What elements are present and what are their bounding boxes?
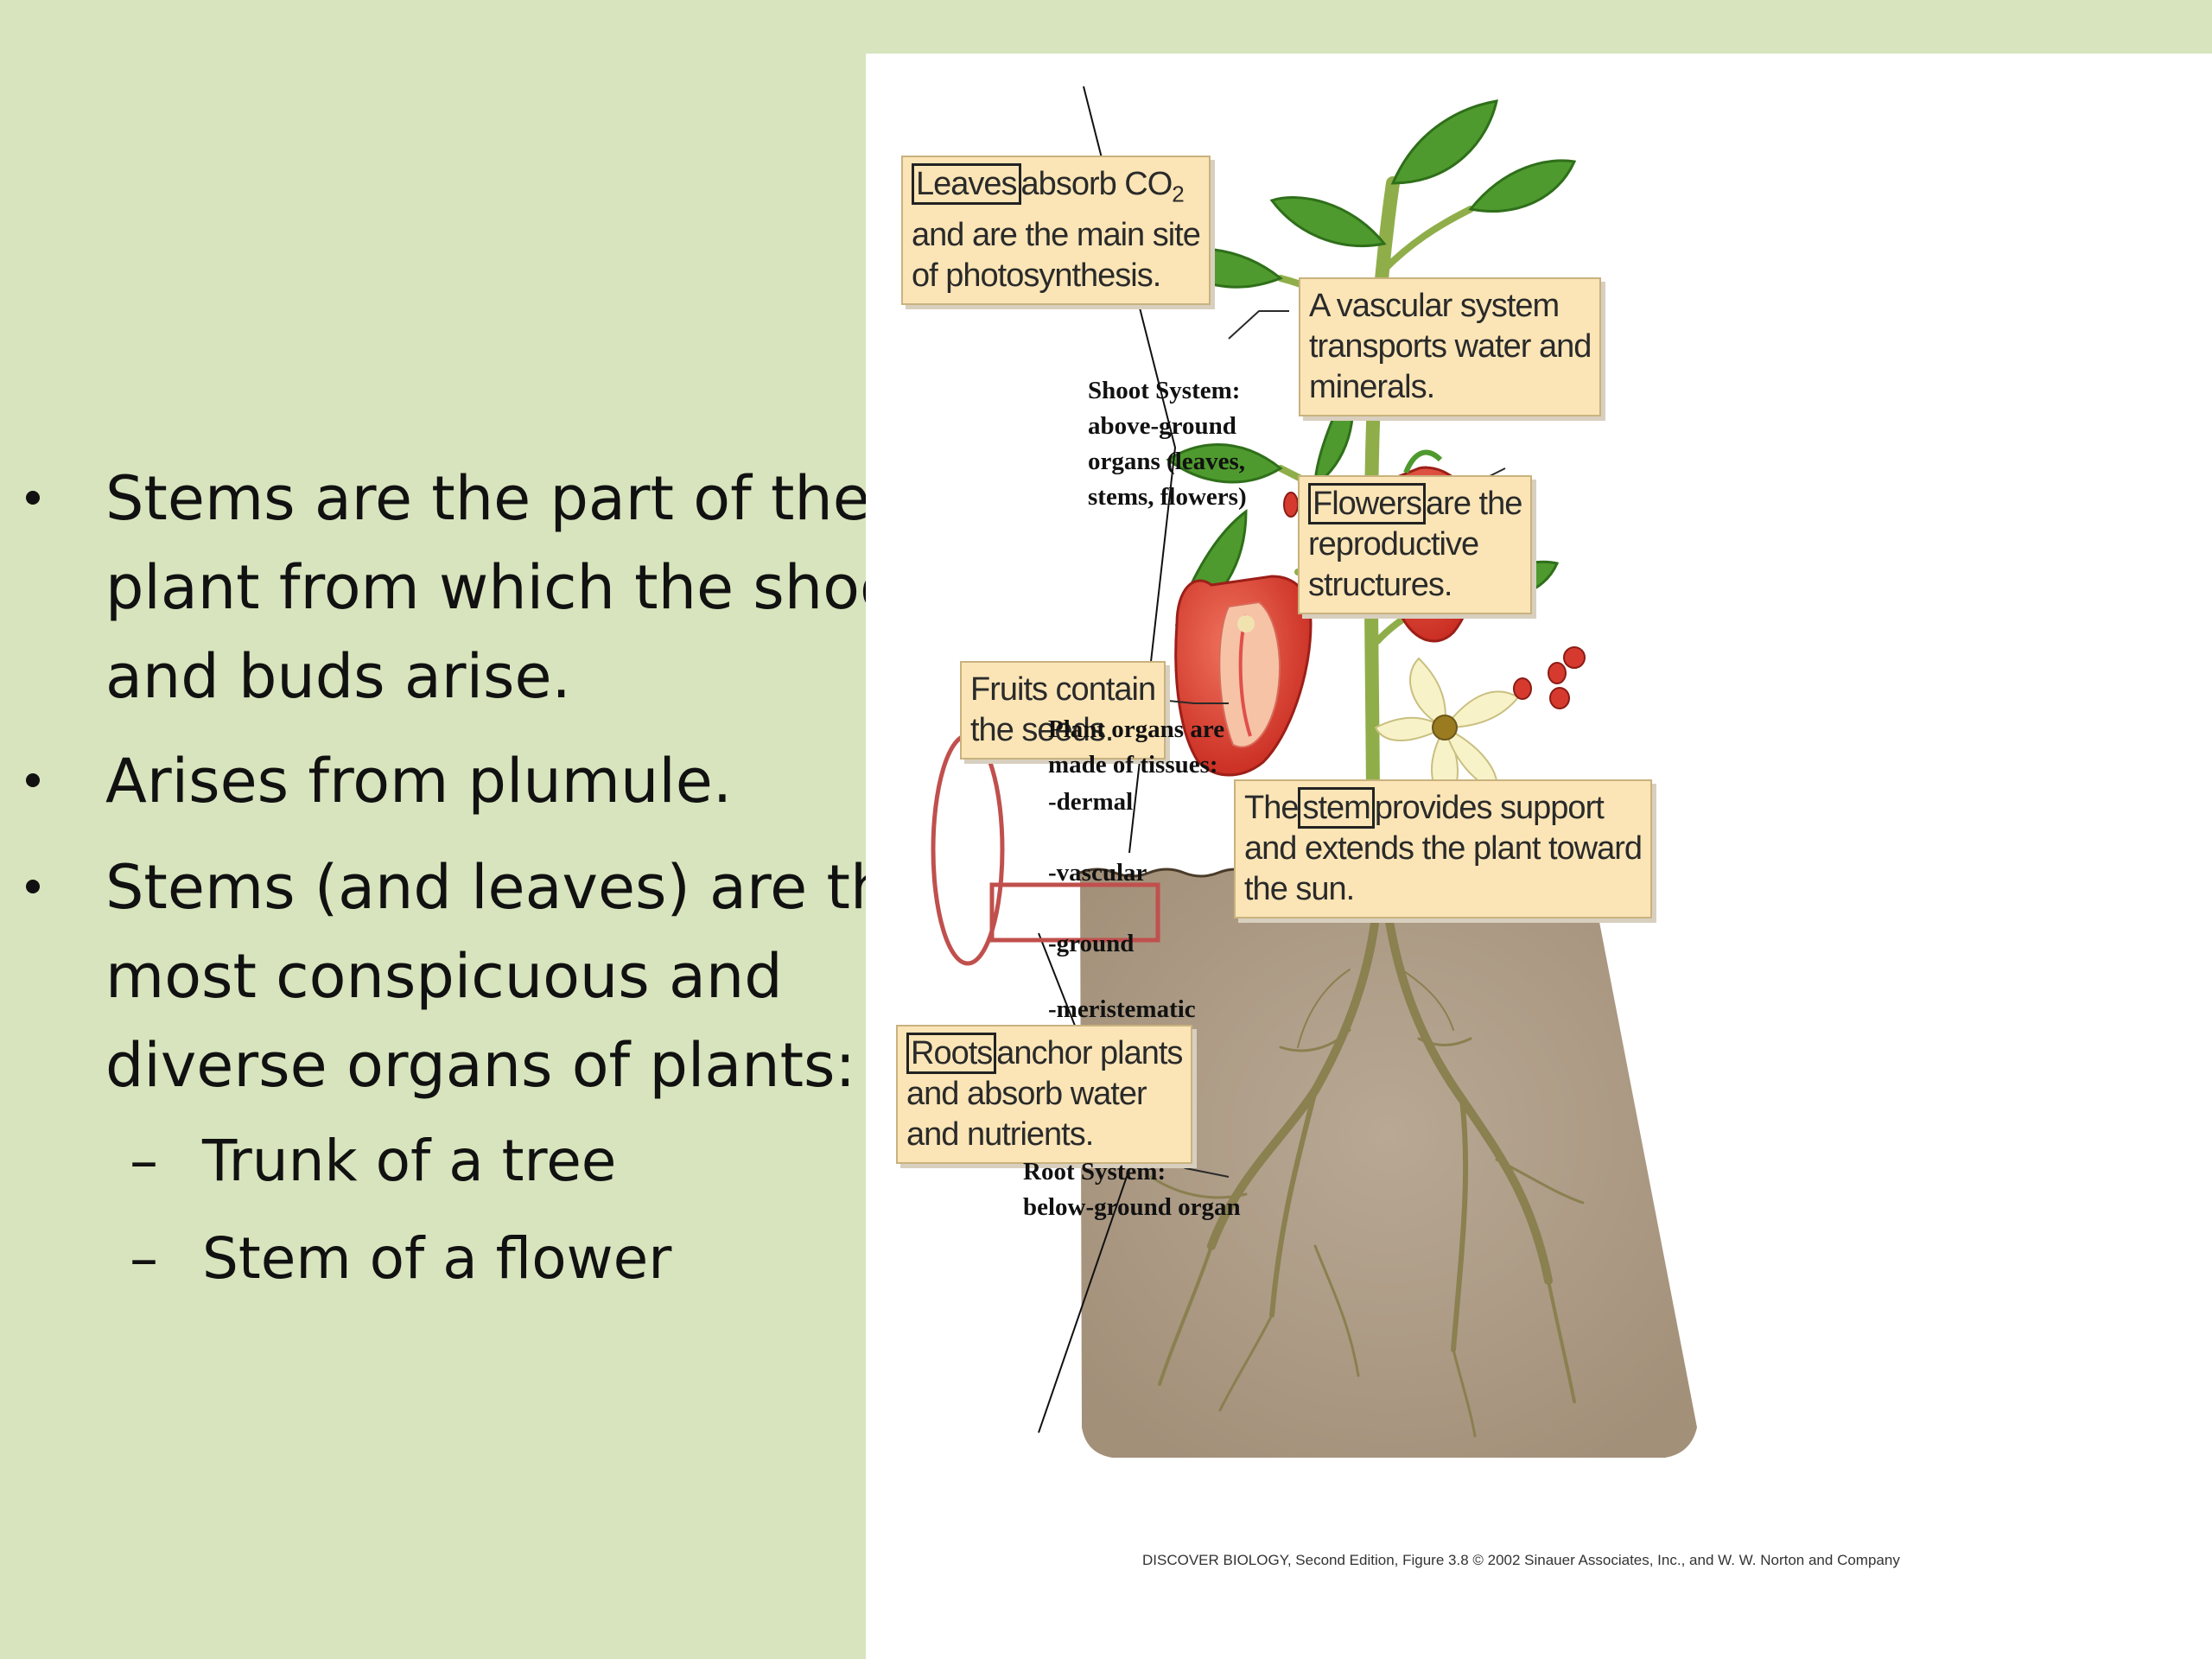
callout-line: anchor plants <box>996 1035 1183 1071</box>
main-stem <box>1363 176 1400 907</box>
root-system-note: Root System: below-ground organ <box>1023 1154 1241 1225</box>
soil <box>1080 869 1697 1458</box>
callout-line: transports water and <box>1309 328 1592 365</box>
note-line: Root System: <box>1023 1158 1166 1185</box>
bullet-line: Stems (and leaves) are the <box>105 852 866 923</box>
roots <box>1149 879 1585 1438</box>
callout-line: of photosynthesis. <box>912 257 1161 294</box>
callout-line: and extends the plant toward <box>1244 830 1643 867</box>
callout-line: the sun. <box>1244 871 1355 907</box>
root-system-bracket <box>1038 932 1132 1433</box>
note-line: organs (leaves, <box>1088 448 1246 475</box>
sliced-pepper <box>1174 575 1313 777</box>
tissue-ground: -ground <box>1048 930 1135 957</box>
callout-line: and are the main site <box>912 216 1201 253</box>
bullet-dot <box>26 880 40 893</box>
callout-key-term: Flowers <box>1308 483 1427 524</box>
bullet-line: plant from which the shoots <box>105 552 866 623</box>
callout-line: and absorb water <box>906 1076 1147 1112</box>
tissues-note: Plant organs are made of tissues: <box>1048 712 1224 783</box>
highlight-rectangle <box>989 882 1160 943</box>
note-line: above-ground <box>1088 412 1236 440</box>
callout-line: The <box>1244 790 1299 826</box>
tissue-meristematic: -meristematic <box>1048 995 1196 1023</box>
callout-fruits: Fruits contain the seeds. <box>960 661 1166 760</box>
bullet-line: and buds arise. <box>105 641 571 712</box>
callout-line: provides support <box>1374 790 1605 826</box>
sub-bullet-dash: – <box>130 1225 158 1292</box>
bullet-text: Stems (and leaves) are the most conspicu… <box>105 843 866 1110</box>
callout-line: are the <box>1426 486 1522 522</box>
note-line: stems, flowers) <box>1088 483 1247 511</box>
sub-bullet-text: Trunk of a tree <box>202 1128 617 1194</box>
note-line: Plant organs are <box>1048 715 1225 743</box>
callout-key-term: Roots <box>906 1033 997 1074</box>
callout-line: A vascular system <box>1309 288 1560 324</box>
plant-illustration <box>931 86 1697 1458</box>
shoot-system-note: Shoot System: above-ground organs (leave… <box>1088 373 1247 515</box>
bullet-dot <box>26 773 40 787</box>
bullet-line: most conspicuous and <box>105 941 783 1012</box>
callout-line: minerals. <box>1309 369 1435 405</box>
callout-line: reproductive <box>1308 526 1479 563</box>
callout-line: Fruits contain <box>970 671 1156 708</box>
callout-vascular-system: A vascular system transports water and m… <box>1299 277 1602 416</box>
bullet-text: Arises from plumule. <box>105 737 732 826</box>
bullet-line: diverse organs of plants: <box>105 1030 856 1101</box>
tissue-dermal: -dermal <box>1048 788 1134 816</box>
bullet-line: Stems are the part of the <box>105 463 866 534</box>
tissue-vascular: -vascular <box>1048 859 1147 887</box>
bullet-dot <box>26 491 40 505</box>
text-column: Stems are the part of the plant from whi… <box>0 0 866 1659</box>
bullet-text: Stems are the part of the plant from whi… <box>105 454 866 721</box>
callout-key-term: Leaves <box>912 163 1021 205</box>
figure-caption: DISCOVER BIOLOGY, Second Edition, Figure… <box>1142 1552 1900 1568</box>
sub-bullet-dash: – <box>130 1128 158 1194</box>
note-line: Shoot System: <box>1088 377 1241 404</box>
sub-bullet-text: Stem of a flower <box>202 1225 672 1292</box>
callout-subscript: 2 <box>1172 181 1185 207</box>
callout-key-term: stem <box>1298 787 1375 829</box>
note-line: made of tissues: <box>1048 751 1218 779</box>
bullet-line: Arises from plumule. <box>105 746 733 817</box>
callout-line: and nutrients. <box>906 1116 1094 1153</box>
callout-line: absorb CO <box>1020 166 1173 202</box>
callout-line: the seeds. <box>970 712 1114 748</box>
note-line: below-ground organ <box>1023 1193 1241 1221</box>
callout-line: structures. <box>1308 567 1452 603</box>
